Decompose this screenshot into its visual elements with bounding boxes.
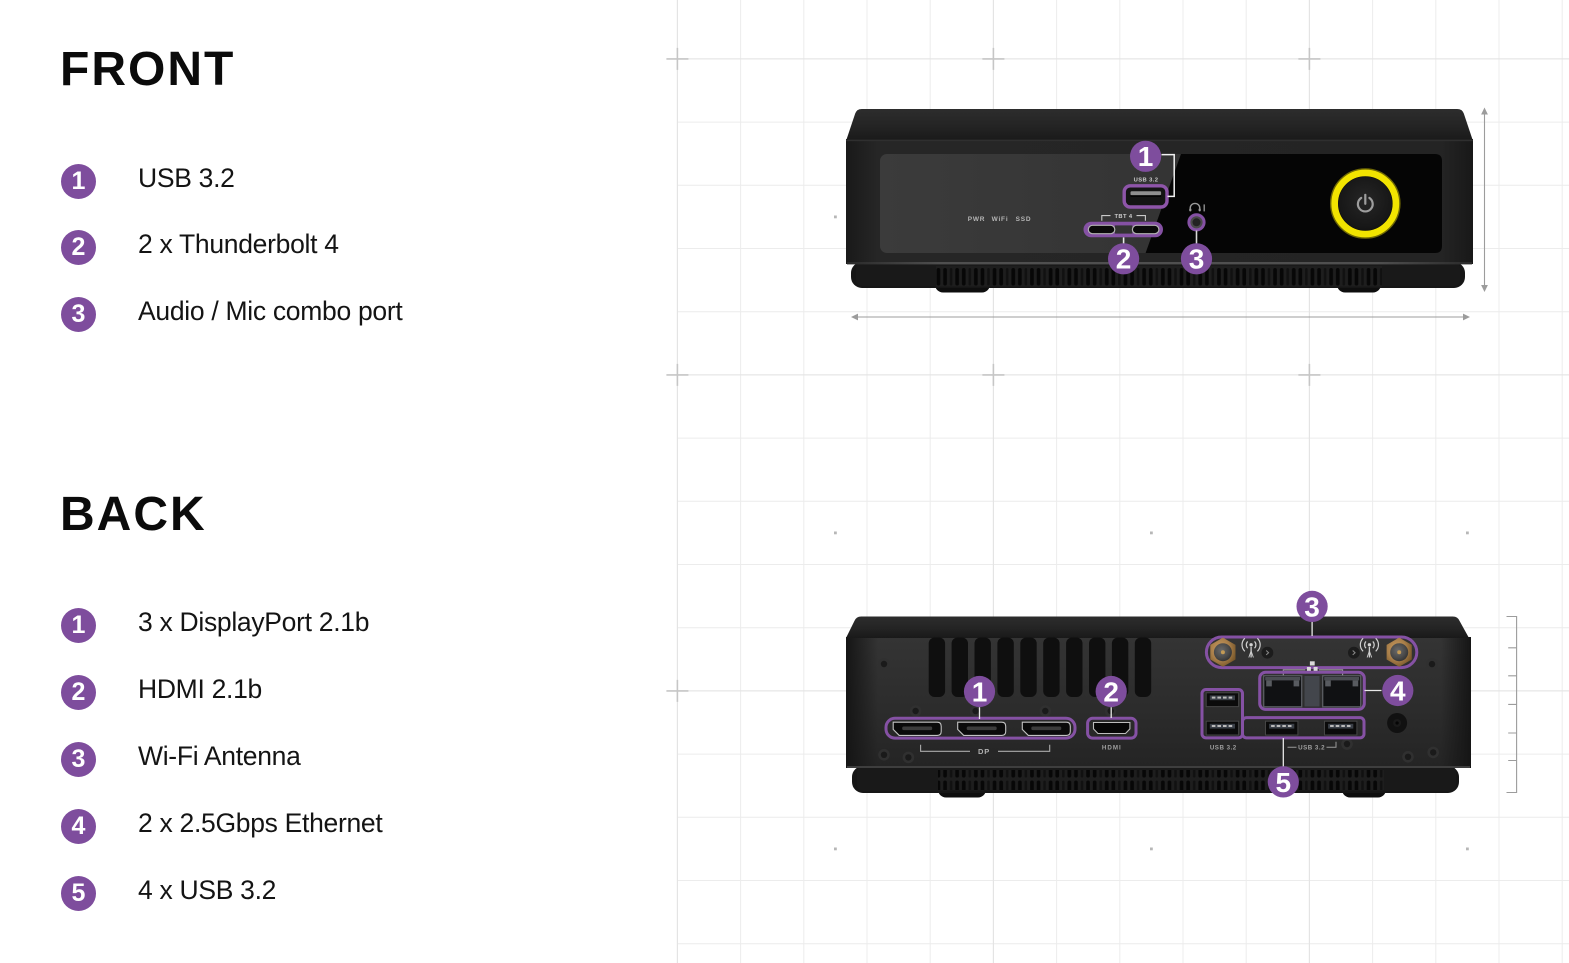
svg-text:HDMI: HDMI	[1102, 745, 1122, 752]
svg-text:USB 3.2: USB 3.2	[1134, 178, 1159, 184]
svg-text:SSD: SSD	[1016, 216, 1032, 223]
svg-text:USB 3.2: USB 3.2	[1298, 745, 1325, 752]
svg-text:5: 5	[1276, 767, 1292, 798]
svg-text:3: 3	[1189, 244, 1205, 275]
svg-text:1: 1	[972, 676, 988, 707]
svg-text:3: 3	[1304, 591, 1320, 622]
svg-text:4: 4	[1390, 675, 1406, 706]
svg-text:TBT 4: TBT 4	[1114, 214, 1132, 220]
svg-text:1: 1	[1138, 141, 1154, 172]
svg-text:USB 3.2: USB 3.2	[1210, 745, 1237, 752]
svg-text:2: 2	[1116, 244, 1132, 275]
svg-text:WiFi: WiFi	[992, 216, 1009, 223]
svg-text:PWR: PWR	[968, 216, 986, 223]
svg-text:DP: DP	[978, 747, 990, 756]
svg-text:2: 2	[1103, 676, 1119, 707]
